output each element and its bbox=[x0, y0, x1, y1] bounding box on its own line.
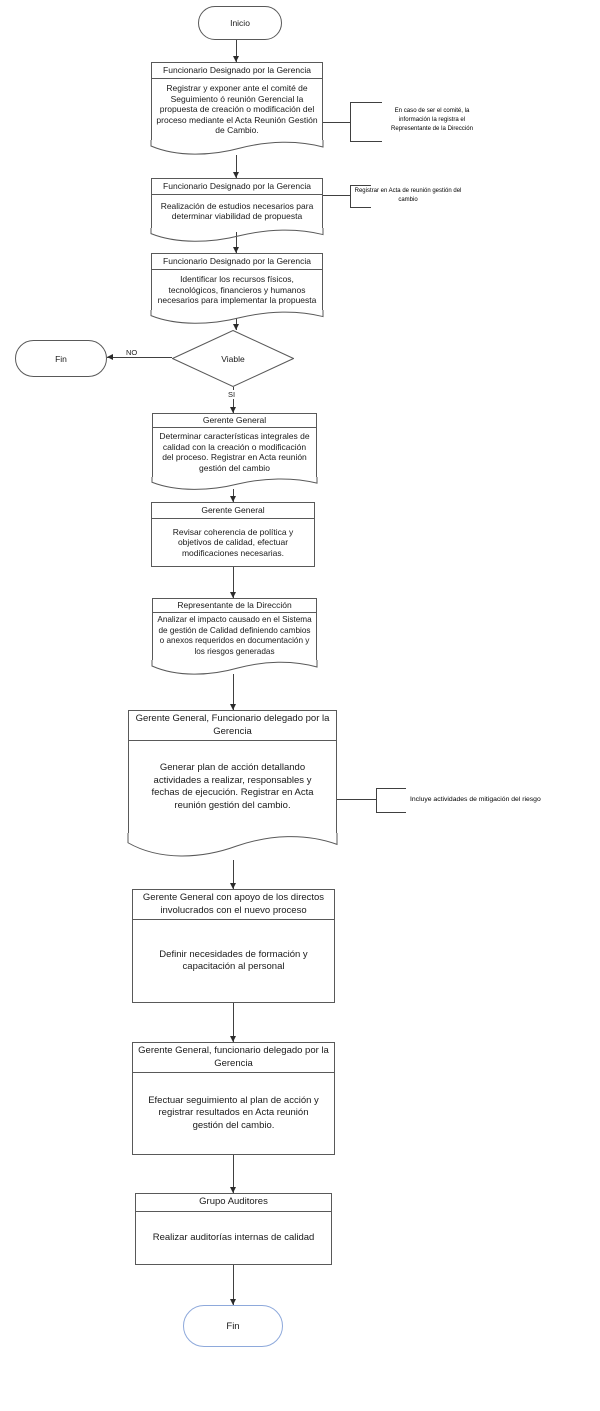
document-node-register-proposal: Funcionario Designado por la Gerencia Re… bbox=[151, 62, 323, 140]
document-wave-edge bbox=[152, 477, 317, 491]
node-header: Gerente General bbox=[153, 414, 316, 428]
end-terminal-bottom-label: Fin bbox=[226, 1320, 240, 1332]
si-branch-arrow bbox=[230, 387, 236, 413]
node-header: Gerente General, Funcionario delegado po… bbox=[129, 711, 336, 741]
annotation-note: Registrar en Acta de reunión gestión del… bbox=[354, 188, 462, 203]
callout-connector bbox=[337, 799, 376, 800]
callout-bracket-icon bbox=[350, 102, 382, 142]
node-body: Realización de estudios necesarios para … bbox=[160, 200, 314, 222]
node-header: Representante de la Dirección bbox=[153, 599, 316, 613]
flow-arrow bbox=[233, 318, 239, 330]
document-node-action-plan: Gerente General, Funcionario delegado po… bbox=[128, 710, 337, 833]
node-body: Determinar características integrales de… bbox=[159, 431, 310, 473]
start-terminal: Inicio bbox=[198, 6, 282, 40]
callout-bracket-icon bbox=[376, 788, 406, 813]
node-body: Analizar el impacto causado en el Sistem… bbox=[157, 615, 312, 656]
diamond-shape bbox=[171, 329, 295, 388]
node-header: Gerente General bbox=[152, 503, 314, 519]
flow-arrow bbox=[233, 155, 239, 178]
document-wave-edge bbox=[151, 310, 323, 325]
node-body: Registrar y exponer ante el comité de Se… bbox=[156, 83, 318, 135]
flow-arrow bbox=[230, 489, 236, 502]
flow-arrow bbox=[230, 1003, 236, 1042]
process-node-training-needs: Gerente General con apoyo de los directo… bbox=[132, 889, 335, 1003]
node-body: Identificar los recursos físicos, tecnol… bbox=[157, 274, 317, 305]
node-body: Efectuar seguimiento al plan de acción y… bbox=[148, 1094, 319, 1131]
document-node-feasibility-studies: Funcionario Designado por la Gerencia Re… bbox=[151, 178, 323, 228]
process-node-review-policy: Gerente General Revisar coherencia de po… bbox=[151, 502, 315, 567]
callout-connector bbox=[323, 195, 350, 196]
annotation-note: Incluye actividades de mitigación del ri… bbox=[410, 796, 541, 803]
flow-arrow bbox=[233, 232, 239, 253]
decision-no-label: NO bbox=[125, 348, 139, 357]
node-header: Funcionario Designado por la Gerencia bbox=[152, 254, 322, 270]
decision-si-label: SI bbox=[227, 390, 237, 399]
document-node-impact-analysis: Representante de la Dirección Analizar e… bbox=[152, 598, 317, 660]
node-body: Realizar auditorías internas de calidad bbox=[152, 1231, 315, 1243]
end-terminal-left-label: Fin bbox=[55, 353, 67, 364]
flow-arrow bbox=[230, 1155, 236, 1193]
flow-arrow bbox=[233, 40, 239, 62]
node-body: Definir necesidades de formación y capac… bbox=[159, 948, 308, 973]
flow-arrow bbox=[230, 1265, 236, 1305]
annotation-note: En caso de ser el comité, la información… bbox=[391, 107, 473, 132]
document-wave-edge bbox=[152, 660, 317, 676]
node-header: Funcionario Designado por la Gerencia bbox=[152, 63, 322, 79]
document-wave-edge bbox=[151, 228, 323, 243]
node-body: Generar plan de acción detallando activi… bbox=[151, 762, 314, 811]
document-node-identify-resources: Funcionario Designado por la Gerencia Id… bbox=[151, 253, 323, 310]
flow-arrow bbox=[230, 860, 236, 889]
document-wave-edge bbox=[128, 833, 337, 859]
process-node-internal-audits: Grupo Auditores Realizar auditorías inte… bbox=[135, 1193, 332, 1265]
document-node-quality-characteristics: Gerente General Determinar característic… bbox=[152, 413, 317, 477]
document-wave-edge bbox=[151, 140, 323, 156]
no-branch-arrow bbox=[107, 354, 172, 360]
end-terminal-left: Fin bbox=[15, 340, 107, 377]
start-terminal-label: Inicio bbox=[230, 18, 250, 28]
node-header: Gerente General, funcionario delegado po… bbox=[133, 1043, 334, 1073]
callout-connector bbox=[323, 122, 350, 123]
callout-bracket-icon bbox=[350, 185, 371, 208]
process-node-follow-up: Gerente General, funcionario delegado po… bbox=[132, 1042, 335, 1155]
decision-label: Viable bbox=[221, 353, 245, 364]
node-header: Grupo Auditores bbox=[136, 1194, 331, 1212]
decision-viable: Viable bbox=[171, 329, 295, 388]
node-header: Gerente General con apoyo de los directo… bbox=[133, 890, 334, 920]
flow-arrow bbox=[230, 674, 236, 710]
node-header: Funcionario Designado por la Gerencia bbox=[152, 179, 322, 195]
flow-arrow bbox=[230, 567, 236, 598]
node-body: Revisar coherencia de política y objetiv… bbox=[172, 526, 294, 558]
end-terminal-bottom: Fin bbox=[183, 1305, 283, 1347]
